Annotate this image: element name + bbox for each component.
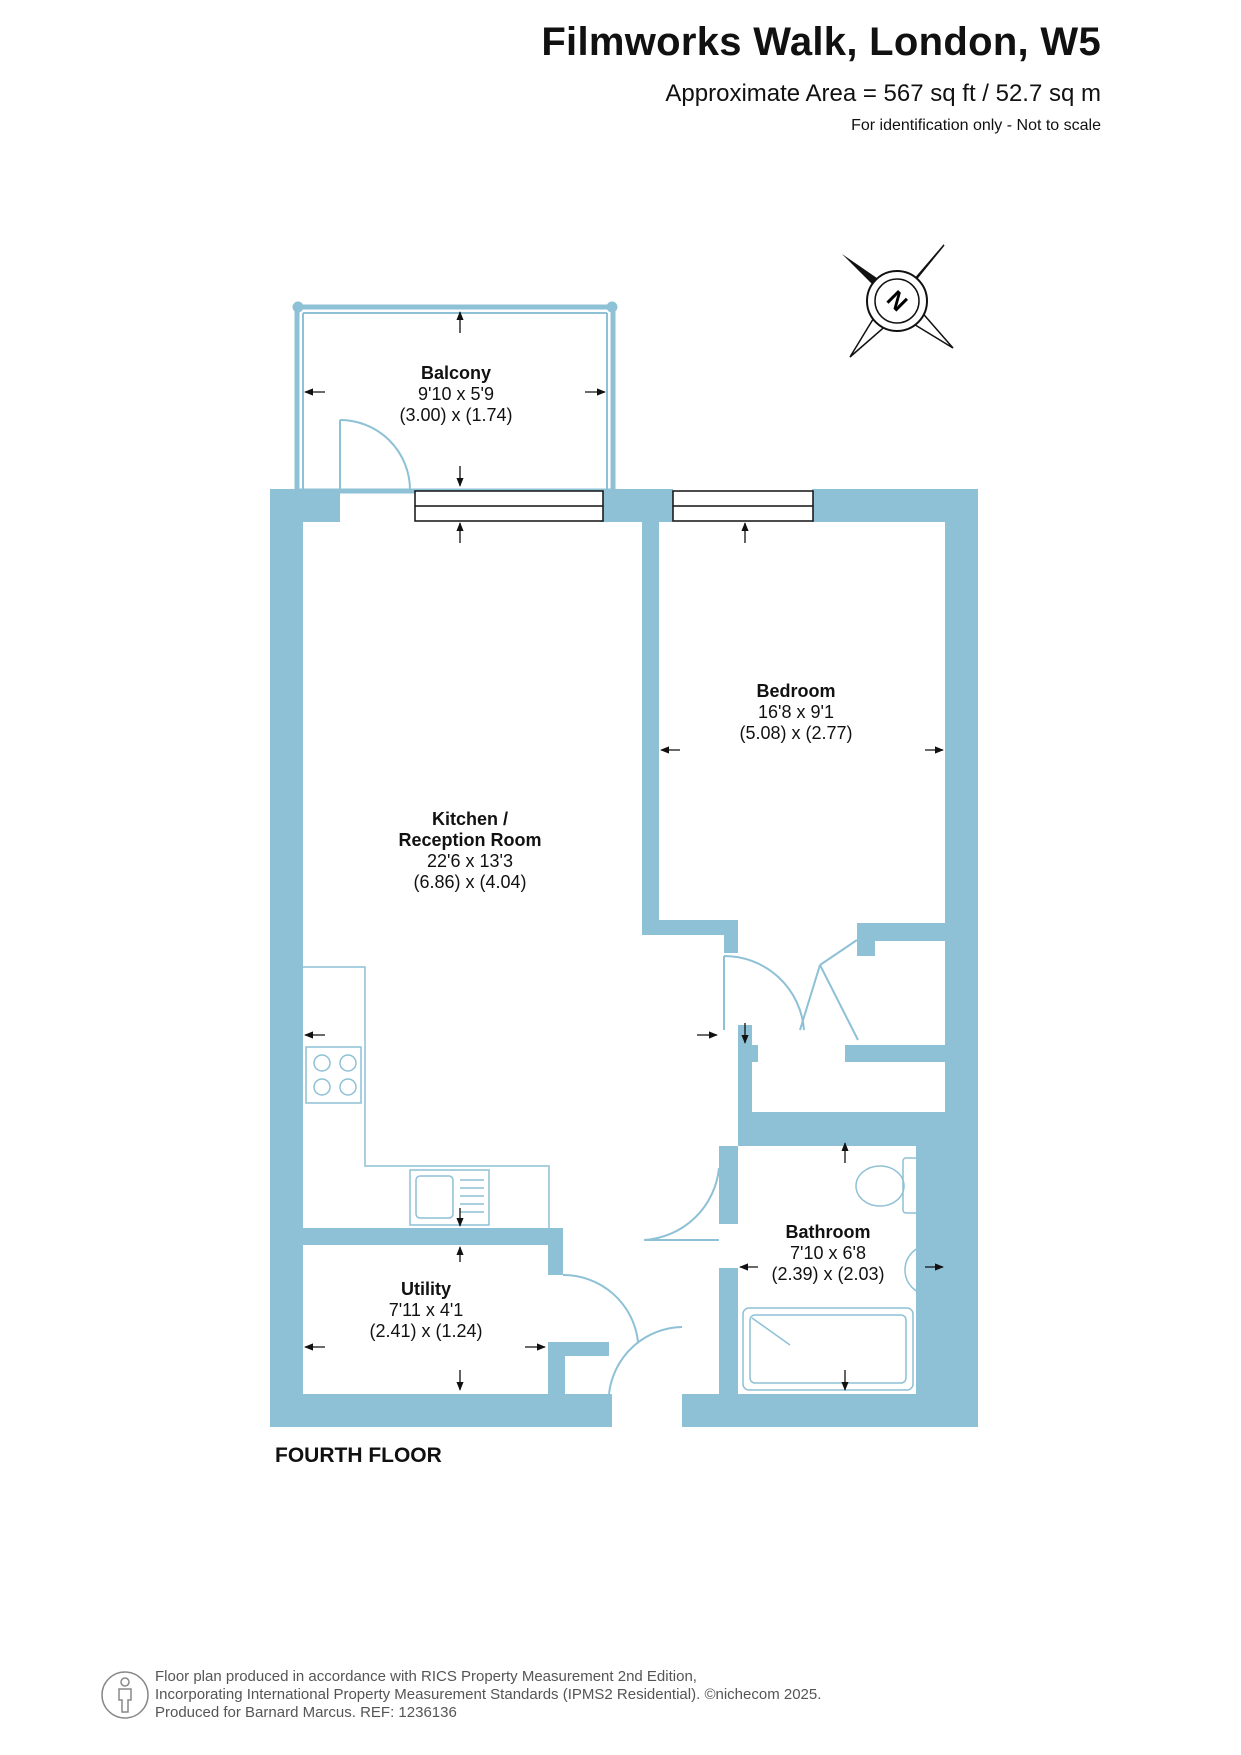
hob-icon: [313, 1054, 357, 1096]
doors: [339, 419, 859, 1395]
svg-text:9'10 x 5'9: 9'10 x 5'9: [418, 384, 494, 404]
room-utility: Utility 7'11 x 4'1 (2.41) x (1.24): [369, 1279, 482, 1341]
svg-text:(5.08) x (2.77): (5.08) x (2.77): [739, 723, 852, 743]
footer: Floor plan produced in accordance with R…: [155, 1668, 821, 1722]
dimension-arrows: [304, 311, 944, 1391]
svg-text:(2.41) x (1.24): (2.41) x (1.24): [369, 1321, 482, 1341]
room-kitchen-reception: Kitchen / Reception Room 22'6 x 13'3 (6.…: [398, 809, 541, 892]
person-icon: [101, 1671, 149, 1719]
svg-text:Bathroom: Bathroom: [786, 1222, 871, 1242]
svg-text:(3.00) x (1.74): (3.00) x (1.74): [399, 405, 512, 425]
svg-text:Balcony: Balcony: [421, 363, 491, 383]
svg-text:(2.39) x (2.03): (2.39) x (2.03): [771, 1264, 884, 1284]
svg-text:Kitchen /: Kitchen /: [432, 809, 508, 829]
room-bathroom: Bathroom 7'10 x 6'8 (2.39) x (2.03): [771, 1222, 884, 1284]
footer-line-3: Produced for Barnard Marcus. REF: 123613…: [155, 1704, 457, 1721]
footer-line-1: Floor plan produced in accordance with R…: [155, 1668, 697, 1685]
identification-note: For identification only - Not to scale: [851, 117, 1101, 134]
page-title: Filmworks Walk, London, W5: [541, 20, 1101, 64]
basin-icon: [904, 1240, 933, 1300]
room-bedroom: Bedroom 16'8 x 9'1 (5.08) x (2.77): [739, 681, 852, 743]
compass-icon: N: [842, 244, 954, 358]
walls: [270, 489, 978, 1427]
kitchen-units: [303, 966, 550, 1228]
floor-label: FOURTH FLOOR: [275, 1444, 442, 1467]
area-text: Approximate Area = 567 sq ft / 52.7 sq m: [665, 80, 1101, 107]
svg-text:Utility: Utility: [401, 1279, 451, 1299]
svg-text:(6.86) x (4.04): (6.86) x (4.04): [413, 872, 526, 892]
svg-text:Bedroom: Bedroom: [756, 681, 835, 701]
windows: [414, 490, 814, 522]
svg-text:7'11 x 4'1: 7'11 x 4'1: [389, 1300, 464, 1320]
svg-text:7'10 x 6'8: 7'10 x 6'8: [790, 1243, 866, 1263]
svg-text:16'8 x 9'1: 16'8 x 9'1: [758, 702, 834, 722]
sink-icon: [415, 1175, 484, 1219]
footer-line-2: Incorporating International Property Mea…: [155, 1686, 822, 1703]
bath-icon: [742, 1307, 914, 1391]
room-balcony: Balcony 9'10 x 5'9 (3.00) x (1.74): [399, 363, 512, 425]
svg-text:Reception Room: Reception Room: [398, 830, 541, 850]
toilet-icon: [855, 1157, 926, 1214]
svg-text:22'6 x 13'3: 22'6 x 13'3: [427, 851, 513, 871]
